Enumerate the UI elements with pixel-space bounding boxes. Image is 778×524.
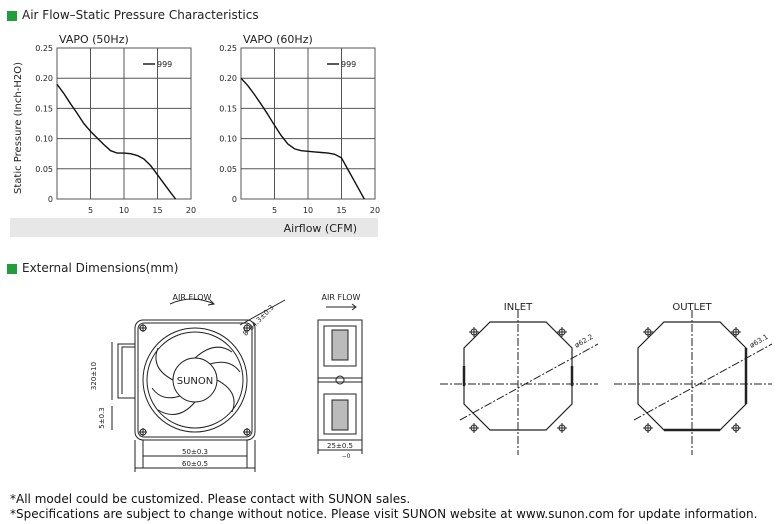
x-tick-label: 20	[370, 206, 380, 215]
x-tick-label: 20	[186, 206, 196, 215]
fan-blade	[194, 346, 233, 359]
y-tick-label: 0.15	[35, 104, 53, 113]
chart-50hz: VAPO (50Hz) 5 10 15 20 0 0.05 0.10 0.15 0.20 0.25 9…	[35, 33, 196, 215]
fan-frame	[134, 319, 256, 441]
y-tick-label: 0.25	[219, 44, 237, 53]
inlet-view: INLET ø62.2	[440, 302, 599, 455]
y-tick-label: 0.05	[219, 165, 237, 174]
legend-label: 999	[341, 60, 356, 69]
chart-60hz: VAPO (60Hz) 5 10 15 20 0 0.05 0.10 0.15 0.20 0.25 9…	[219, 33, 380, 215]
y-tick-label: 0.10	[35, 135, 53, 144]
y-tick-label: 0.05	[35, 165, 53, 174]
fan-brand-label: SUNON	[177, 376, 214, 387]
y-tick-label: 0.20	[35, 74, 53, 83]
chart-title: VAPO (50Hz)	[59, 33, 129, 46]
front-dim-5: 5±0.3	[98, 407, 106, 428]
legend-label: 999	[157, 60, 172, 69]
front-dim-320: 320±10	[90, 362, 98, 390]
outlet-view: OUTLET ø63.1	[614, 302, 773, 455]
fan-outer-ring	[142, 327, 248, 433]
x-tick-label: 10	[119, 206, 129, 215]
x-tick-label: 15	[336, 206, 346, 215]
section-marker-airflow	[7, 11, 17, 21]
footer-note-specifications: *Specifications are subject to change wi…	[10, 507, 758, 521]
series-line	[56, 83, 177, 200]
front-airflow-label: AIR FLOW	[173, 293, 212, 302]
front-dim-50: 50±0.3	[182, 448, 208, 456]
front-view: AIR FLOW 8–ø4.3±0.3 SUNON 320±10 5±0.3	[90, 293, 286, 472]
front-airflow-arrow	[169, 298, 215, 305]
outlet-hole	[643, 327, 741, 433]
chart-panel-background	[10, 218, 378, 237]
y-tick-label: 0.25	[35, 44, 53, 53]
section-title-dimensions: External Dimensions(mm)	[22, 261, 179, 275]
mount-hole	[139, 324, 251, 436]
section-title-airflow: Air Flow–Static Pressure Characteristics	[22, 8, 259, 22]
side-airflow-label: AIR FLOW	[322, 293, 361, 302]
front-dim-60: 60±0.5	[182, 460, 208, 468]
x-tick-label: 10	[303, 206, 313, 215]
dimension-drawings: AIR FLOW 8–ø4.3±0.3 SUNON 320±10 5±0.3	[90, 293, 773, 472]
side-view: AIR FLOW 25±0.5 −0	[317, 293, 363, 460]
y-tick-label: 0.10	[219, 135, 237, 144]
footer-note-customize: *All model could be customized. Please c…	[10, 492, 411, 506]
inlet-hole	[469, 327, 567, 433]
side-dim-25-sub: −0	[342, 453, 351, 460]
y-tick-label: 0.20	[219, 74, 237, 83]
y-axis-label: Static Pressure (Inch-H2O)	[13, 62, 24, 194]
x-tick-label: 5	[272, 206, 277, 215]
side-dim-25: 25±0.5	[327, 442, 353, 450]
x-tick-label: 15	[152, 206, 162, 215]
y-tick-label: 0	[48, 195, 53, 204]
x-tick-label: 5	[88, 206, 93, 215]
x-axis-label: Airflow (CFM)	[284, 222, 357, 235]
front-hole-label: 8–ø4.3±0.3	[241, 303, 275, 337]
fan-wire	[117, 343, 135, 399]
y-tick-label: 0	[232, 195, 237, 204]
y-tick-label: 0.15	[219, 104, 237, 113]
section-marker-dimensions	[7, 264, 17, 274]
series-line	[240, 77, 365, 200]
outlet-label: OUTLET	[672, 302, 712, 313]
side-frame	[317, 319, 363, 441]
chart-title: VAPO (60Hz)	[243, 33, 313, 46]
inlet-label: INLET	[504, 302, 533, 313]
airflow-charts: Static Pressure (Inch-H2O) Airflow (CFM)…	[10, 33, 380, 237]
